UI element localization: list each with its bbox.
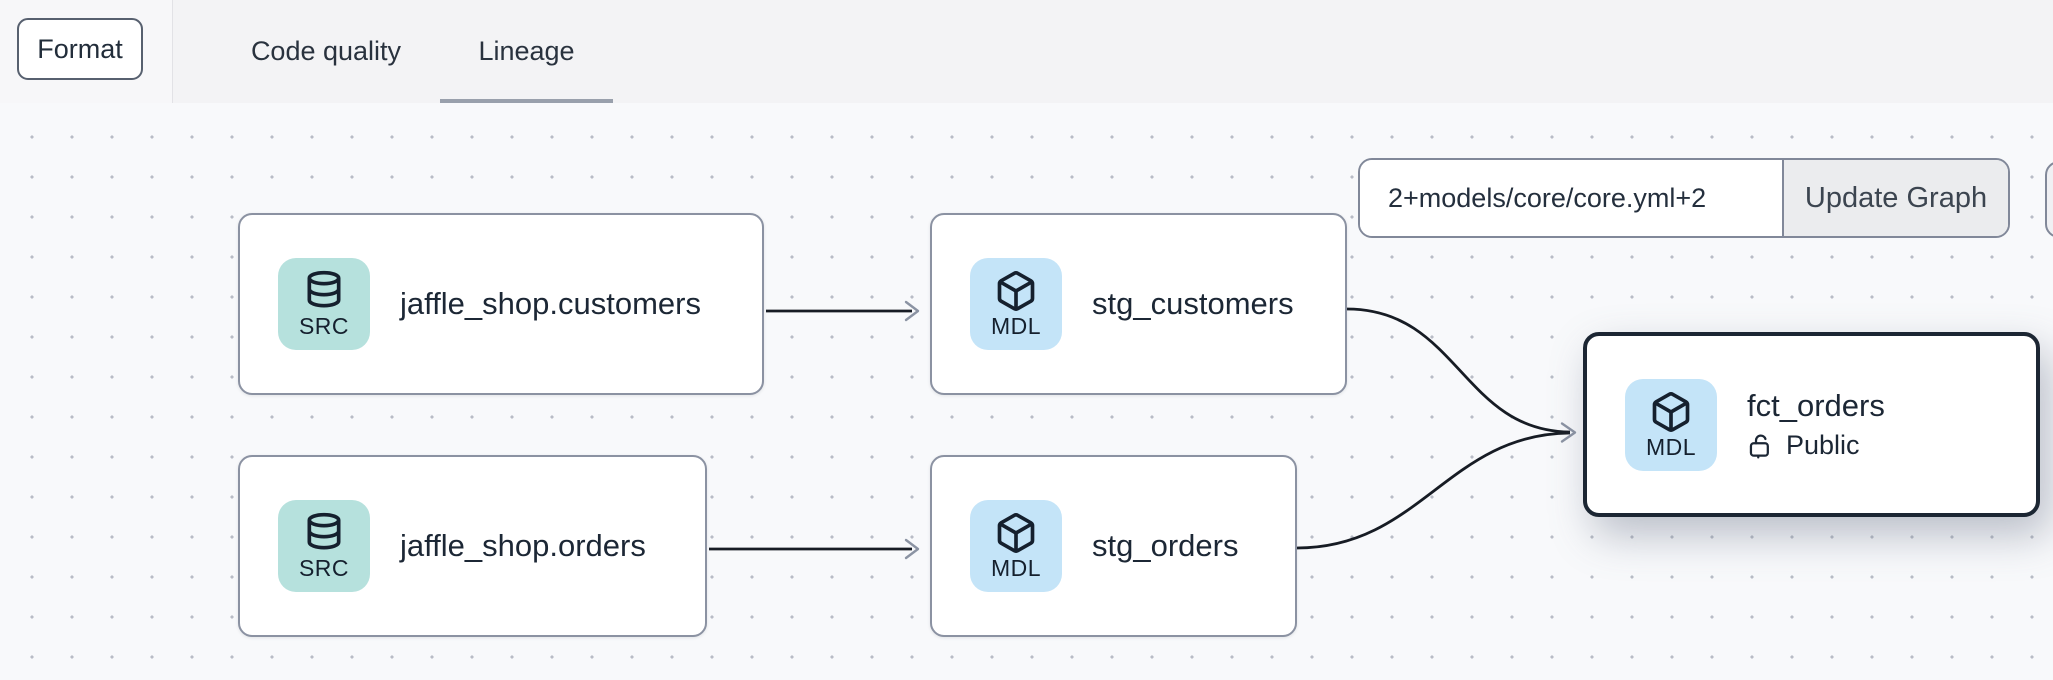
lock-open-icon (1749, 434, 1769, 459)
badge-label: MDL (990, 555, 1042, 581)
model-selector-input[interactable] (1360, 160, 1782, 236)
node-label: jaffle_shop.customers (400, 286, 701, 321)
graph-selector-group: Update Graph (1358, 158, 2010, 238)
badge-label: SRC (298, 313, 350, 339)
arrowhead-icon (1560, 422, 1577, 443)
node-label: stg_customers (1092, 286, 1294, 321)
edge-stgcustomers-to-fct (1346, 307, 1571, 434)
active-tab-underline (440, 99, 613, 103)
badge-label: SRC (298, 555, 350, 581)
partial-right-control[interactable] (2045, 161, 2053, 238)
node-fct-orders[interactable]: MDL fct_orders Public (1583, 332, 2040, 517)
tab-lineage[interactable]: Lineage (478, 36, 575, 66)
format-button[interactable]: Format (17, 18, 143, 80)
node-label: fct_orders (1747, 388, 1885, 423)
source-badge: SRC (278, 258, 370, 350)
top-bar: Format Code quality Lineage (0, 0, 2053, 103)
node-jaffle-shop-orders[interactable]: SRC jaffle_shop.orders (238, 455, 707, 637)
cube-icon (997, 271, 1035, 311)
model-badge: MDL (1625, 378, 1717, 471)
top-bar-left-section: Format (0, 0, 173, 103)
model-badge: MDL (970, 500, 1062, 592)
node-stg-customers[interactable]: MDL stg_customers (930, 213, 1347, 395)
lineage-canvas[interactable]: SRC jaffle_shop.customers MDL stg_custom… (0, 103, 2053, 680)
database-icon (307, 270, 341, 308)
edge-stgorders-to-fct (1296, 431, 1571, 550)
arrowhead-icon (904, 538, 920, 560)
node-stg-orders[interactable]: MDL stg_orders (930, 455, 1297, 637)
update-graph-button[interactable]: Update Graph (1782, 160, 2008, 236)
node-label: jaffle_shop.orders (400, 528, 646, 563)
tab-code-quality[interactable]: Code quality (250, 36, 402, 66)
cube-icon (997, 513, 1035, 553)
node-label: stg_orders (1092, 528, 1239, 563)
source-badge: SRC (278, 500, 370, 592)
arrowhead-icon (904, 300, 920, 322)
access-label: Public (1786, 430, 1860, 460)
model-badge: MDL (970, 258, 1062, 350)
cube-icon (1652, 391, 1690, 432)
badge-label: MDL (1645, 433, 1697, 460)
node-jaffle-shop-customers[interactable]: SRC jaffle_shop.customers (238, 213, 764, 395)
badge-label: MDL (990, 313, 1042, 339)
access-row: Public (1747, 430, 1885, 461)
database-icon (307, 512, 341, 550)
